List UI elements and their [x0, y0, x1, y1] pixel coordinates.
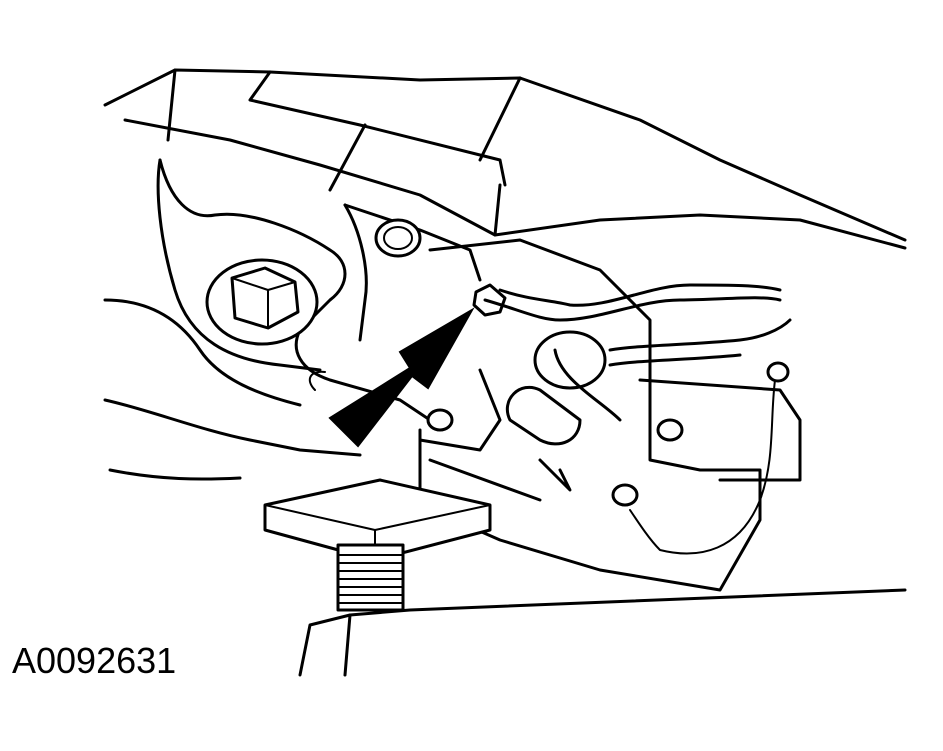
jack-stand	[263, 478, 907, 677]
wiring-harness	[483, 283, 792, 555]
figure-reference-code: A0092631	[12, 640, 177, 681]
mount-hole	[308, 218, 422, 391]
sensor-assembly	[418, 330, 622, 492]
small-nuts	[426, 361, 790, 507]
mount-bracket	[103, 158, 482, 481]
crossmember-plate	[418, 238, 802, 592]
hex-bolt-large	[205, 258, 319, 346]
pointer-arrow-icon	[328, 283, 507, 448]
upper-housing-outline	[103, 68, 907, 250]
